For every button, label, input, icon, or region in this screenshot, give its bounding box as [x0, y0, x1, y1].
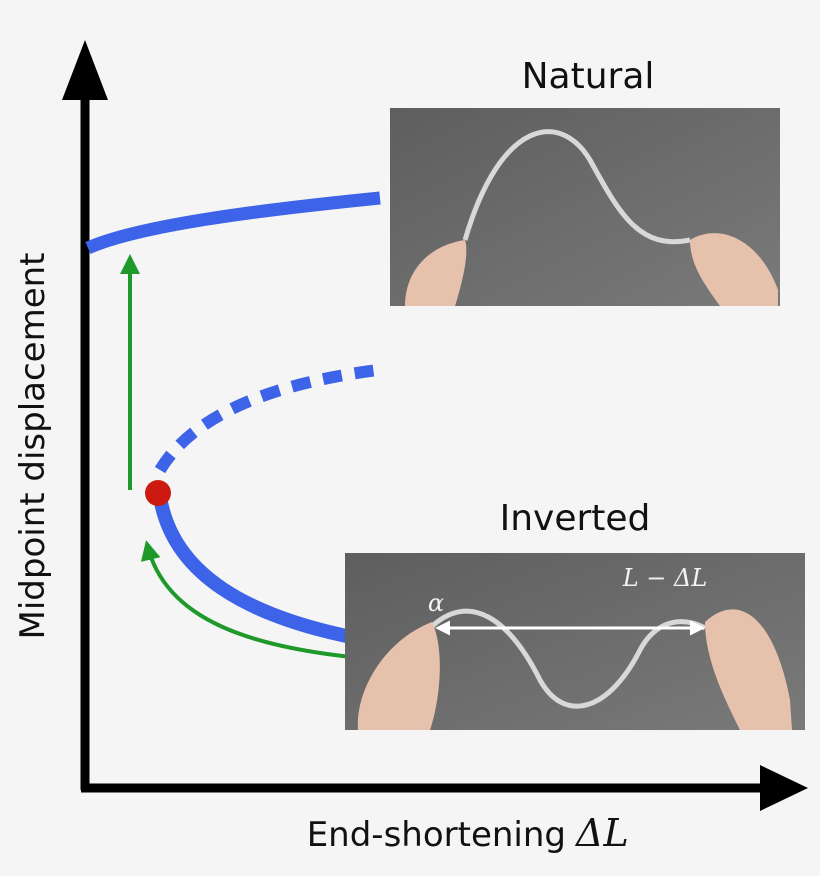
x-axis-arrowhead [760, 765, 808, 811]
y-axis [62, 40, 108, 790]
natural-strip-shape [462, 129, 691, 245]
y-axis-arrowhead [62, 40, 108, 100]
inverted-branch [153, 495, 386, 650]
left-hand [357, 622, 440, 730]
inverted-photo: L − ΔL α [345, 553, 805, 730]
right-hand [705, 609, 792, 730]
loading-path-arrow [140, 540, 385, 662]
right-hand [690, 233, 778, 306]
x-axis [81, 765, 808, 811]
x-axis-label: End-shortening [307, 815, 566, 855]
unstable-branch [154, 364, 379, 474]
natural-title: Natural [522, 56, 655, 97]
angle-label: α [428, 589, 444, 617]
fold-point [145, 480, 171, 506]
y-axis-label: Midpoint displacement [13, 252, 53, 639]
left-hand [405, 240, 467, 306]
length-label: L − ΔL [622, 564, 708, 592]
x-axis-symbol: ΔL [574, 811, 629, 855]
inverted-title: Inverted [500, 498, 651, 539]
natural-photo [390, 108, 780, 306]
natural-branch [85, 191, 381, 254]
